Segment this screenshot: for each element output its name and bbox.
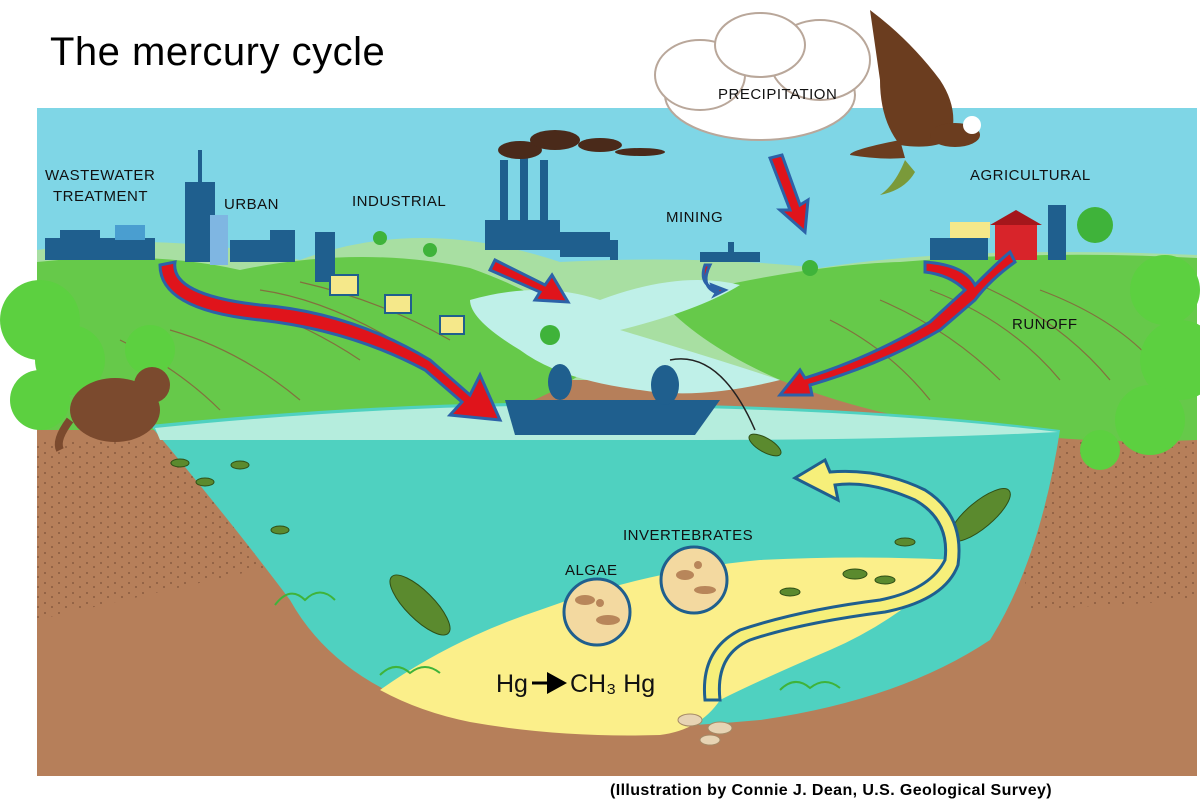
left-bank: [37, 256, 610, 434]
sediment: [380, 557, 960, 736]
mining-site: [700, 242, 760, 262]
precipitation-cloud: [654, 12, 871, 141]
raccoon: [54, 367, 170, 452]
label-wastewater-2: TREATMENT: [53, 188, 148, 205]
organism-details: [575, 561, 716, 625]
stones: [677, 713, 733, 746]
label-agricultural: AGRICULTURAL: [970, 167, 1091, 184]
organism-circles: [562, 545, 729, 647]
label-industrial: INDUSTRIAL: [352, 193, 446, 210]
industrial-plant: [485, 155, 618, 260]
label-algae: ALGAE: [565, 562, 618, 579]
arrow-mining: [701, 263, 729, 299]
smoke-plume: [498, 130, 665, 159]
label-wastewater-1: WASTEWATER: [45, 167, 155, 184]
fish: [170, 433, 1011, 636]
fishing-line: [669, 358, 756, 431]
reaction-product: CH₃ Hg: [570, 670, 655, 698]
label-mining: MINING: [666, 209, 723, 226]
wastewater-plant: [45, 225, 155, 260]
aquatic-plants: [274, 591, 841, 691]
farm: [930, 205, 1066, 260]
reaction-reactant: Hg: [496, 670, 528, 698]
houses: [329, 274, 465, 335]
urban-skyline: [185, 150, 335, 282]
arrow-industrial: [487, 257, 571, 304]
source-arrows: [158, 153, 1017, 422]
invertebrates-circle: [659, 545, 729, 615]
label-urban: URBAN: [224, 196, 279, 213]
eagle: [850, 10, 981, 195]
arrow-wastewater: [158, 260, 503, 422]
arrow-precipitation: [767, 153, 810, 236]
diagram-title: The mercury cycle: [50, 30, 386, 74]
illustration-credit: (Illustration by Connie J. Dean, U.S. Ge…: [610, 782, 1053, 799]
algae-circle: [562, 577, 632, 647]
boat: [505, 364, 720, 435]
label-runoff: RUNOFF: [1012, 316, 1078, 333]
foliage-right: [1080, 255, 1200, 470]
arrow-agricultural: [776, 249, 1017, 397]
river: [470, 280, 780, 394]
right-bank: [660, 254, 1197, 442]
trees: [373, 207, 1113, 345]
reaction-arrow: [532, 672, 567, 694]
foliage-left: [0, 280, 175, 430]
food-chain-arrow: [702, 457, 961, 702]
label-precipitation: PRECIPITATION: [718, 86, 837, 103]
label-invertebrates: INVERTEBRATES: [623, 527, 753, 544]
